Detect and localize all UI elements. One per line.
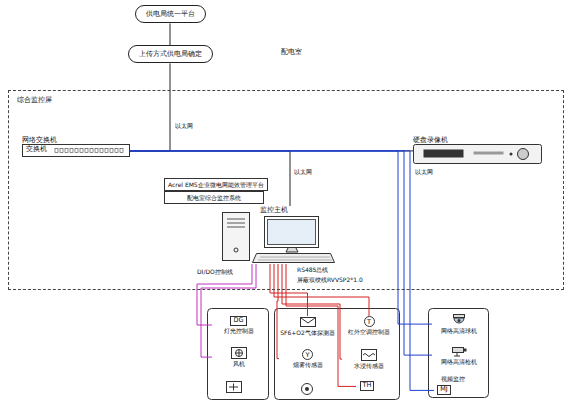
note-label: DI/DO控制线 xyxy=(196,268,234,275)
box-label: 上传方式供电局确定 xyxy=(139,50,202,58)
connector-line xyxy=(130,151,432,355)
device-icon xyxy=(450,345,468,357)
video-recorder: 硬盘录像机 xyxy=(413,136,543,164)
device-icon xyxy=(302,384,313,395)
device-icon xyxy=(227,382,242,393)
symbol-letter: DG xyxy=(230,316,246,326)
device-label: 水浸传感器 xyxy=(342,362,396,369)
connector-label: 以太网 xyxy=(174,122,194,129)
device-icon xyxy=(360,349,378,361)
box-label: 综合监控屏 xyxy=(17,96,555,104)
system-box: Acrel EMS企业微电网能效管理平台 xyxy=(164,178,268,191)
connector-line xyxy=(130,63,170,151)
device-icon xyxy=(230,347,248,359)
system-box: 配电室综合监控系统 xyxy=(164,191,264,204)
network-switch: 网络交换机交换机 xyxy=(22,136,130,157)
symbol-letter: T xyxy=(364,316,375,327)
note-label: 屏蔽双绞线RVVSP2*1.0 xyxy=(296,276,364,283)
device-node: 水浸传感器 xyxy=(342,349,396,369)
device-node: 风机 xyxy=(212,347,265,367)
device-label: 风机 xyxy=(212,360,265,367)
symbol-letter: MJ xyxy=(437,385,451,395)
note-label: 视频监控 xyxy=(440,375,466,382)
connector-label: 以太网 xyxy=(414,168,434,175)
group-box xyxy=(208,309,269,400)
connector-line xyxy=(277,264,279,359)
box-label: 配电室综合监控系统 xyxy=(168,194,260,201)
recorder-drawing xyxy=(413,144,543,164)
device-heading: 网络交换机 xyxy=(22,136,130,144)
switch-ports xyxy=(53,145,127,156)
device-label: 网络高清枪机 xyxy=(432,358,486,365)
device-node: SF6+O2气体探测器 xyxy=(279,316,336,336)
platform-box: 供电局统一平台 xyxy=(135,5,206,23)
note-label: 配电室 xyxy=(280,48,303,56)
connector-line xyxy=(130,151,432,324)
device-node: TH xyxy=(356,381,378,392)
connector-label: 以太网 xyxy=(293,168,313,175)
device-node: T红外空调控制器 xyxy=(342,316,396,335)
connector-line xyxy=(274,264,369,316)
computer-drawing xyxy=(218,206,336,264)
group-box xyxy=(275,309,400,400)
connector-line xyxy=(130,151,290,206)
monitor-host: 监控主机 xyxy=(218,206,336,264)
group-box xyxy=(429,309,489,398)
connector-line xyxy=(201,264,256,357)
device-node: Y烟雾传感器 xyxy=(279,349,336,368)
device-heading: 硬盘录像机 xyxy=(413,136,543,144)
device-node: MJ xyxy=(434,385,454,396)
box-label: 供电局统一平台 xyxy=(146,10,195,18)
device-label: 烟雾传感器 xyxy=(279,361,336,368)
device-label: 红外空调控制器 xyxy=(342,328,396,335)
device-label: SF6+O2气体探测器 xyxy=(279,329,336,336)
connector-line xyxy=(197,264,252,325)
device-node: DG灯光控制器 xyxy=(212,316,265,334)
device-label: 灯光控制器 xyxy=(212,327,265,334)
upload-box: 上传方式供电局确定 xyxy=(128,45,213,63)
note-label: RS485总线 xyxy=(296,266,329,273)
symbol-letter: TH xyxy=(360,381,375,391)
box-label: Acrel EMS企业微电网能效管理平台 xyxy=(168,181,264,188)
device-icon xyxy=(299,316,317,328)
connector-line xyxy=(130,151,434,391)
switch-box: 交换机 xyxy=(22,144,130,157)
symbol-letter: Y xyxy=(302,349,313,360)
room-region: 综合监控屏网络交换机交换机 硬盘录像机 Acrel EMS企业微电网能效管理平台配电… xyxy=(8,90,564,290)
host-label: 监控主机 xyxy=(218,206,336,214)
device-node: 网络高清球机 xyxy=(432,314,486,334)
connector-line xyxy=(170,23,171,45)
device-node: 网络高清枪机 xyxy=(432,345,486,365)
device-label: 网络高清球机 xyxy=(432,327,486,334)
switch-label: 交换机 xyxy=(26,146,126,154)
device-icon xyxy=(450,314,468,326)
